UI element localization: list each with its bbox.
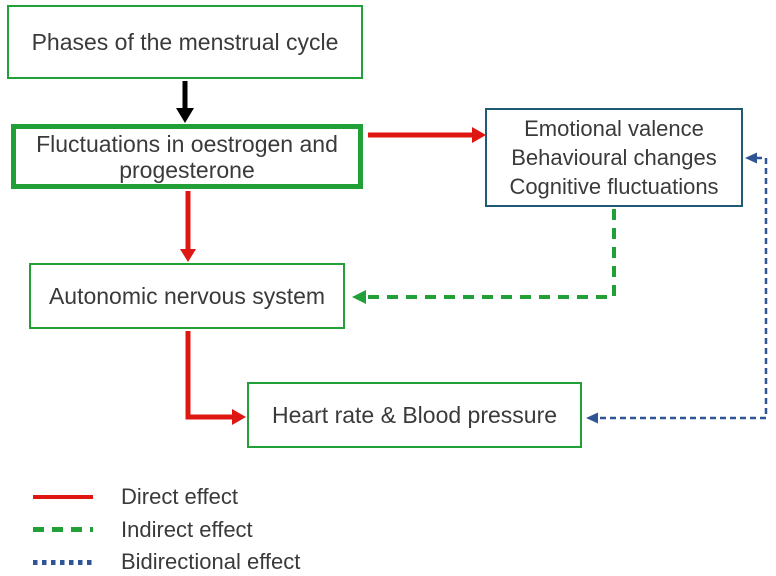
indirect-effect-line-swatch	[33, 527, 93, 533]
legend: Direct effect Indirect effect Bidirectio…	[33, 481, 300, 576]
box-phases-of-menstrual-cycle: Phases of the menstrual cycle	[7, 5, 363, 79]
box-ans-label: Autonomic nervous system	[48, 282, 326, 309]
bidirectional-effect-line-swatch	[33, 559, 93, 565]
box-emotional-line-1: Emotional valence	[524, 116, 704, 141]
arrow-hormones-to-ans	[180, 191, 196, 262]
legend-row-bidirectional: Bidirectional effect	[33, 546, 300, 576]
box-autonomic-nervous-system: Autonomic nervous system	[29, 263, 345, 329]
box-heart-rate-blood-pressure: Heart rate & Blood pressure	[247, 382, 582, 448]
arrow-phases-to-hormones	[176, 81, 194, 123]
legend-row-direct: Direct effect	[33, 481, 300, 514]
box-hormone-fluctuations: Fluctuations in oestrogen and progestero…	[11, 124, 363, 189]
legend-label-bidirectional: Bidirectional effect	[121, 549, 301, 575]
legend-label-direct: Direct effect	[121, 484, 238, 510]
box-phases-label: Phases of the menstrual cycle	[31, 28, 339, 55]
box-emotional-line-3: Cognitive fluctuations	[509, 174, 719, 199]
box-emotional-line-2: Behavioural changes	[511, 145, 717, 170]
legend-row-indirect: Indirect effect	[33, 514, 300, 547]
arrow-emotional-to-ans	[352, 209, 616, 304]
arrow-ans-to-heart	[185, 331, 246, 425]
box-emotional-behavioural-cognitive: Emotional valence Behavioural changes Co…	[485, 108, 743, 207]
arrow-hormones-to-emotional	[368, 127, 486, 143]
direct-effect-line-swatch	[33, 495, 93, 500]
box-heart-label: Heart rate & Blood pressure	[271, 401, 558, 428]
box-hormones-label: Fluctuations in oestrogen and progestero…	[36, 130, 338, 183]
legend-label-indirect: Indirect effect	[121, 516, 253, 542]
